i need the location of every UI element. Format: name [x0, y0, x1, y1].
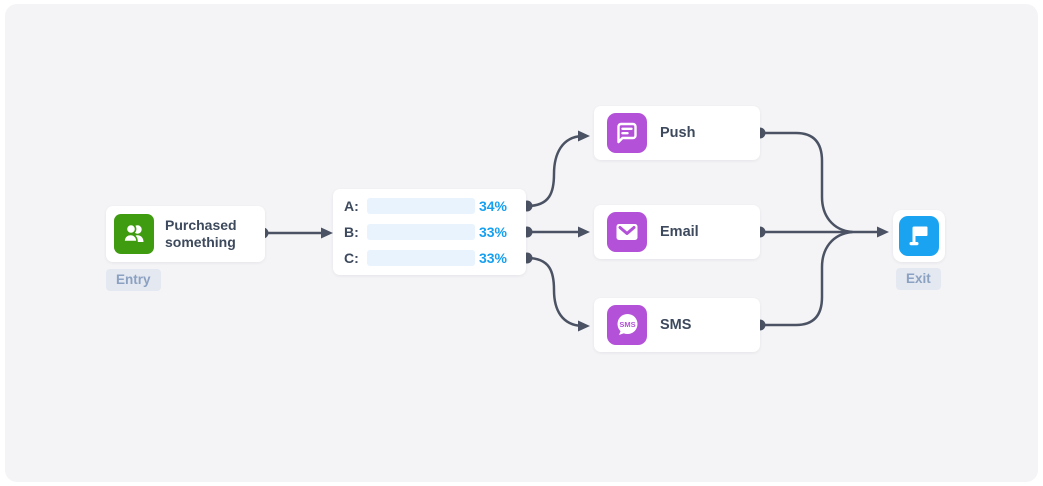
split-row-a-label: A: [344, 198, 359, 214]
split-row-a: A: 34% [344, 198, 507, 214]
split-row-c-label: C: [344, 250, 359, 266]
svg-text:SMS: SMS [619, 320, 635, 329]
split-row-c-bar [367, 250, 475, 266]
split-row-b: B: 33% [344, 224, 507, 240]
email-node[interactable]: Email [594, 205, 760, 259]
split-row-c: C: 33% [344, 250, 507, 266]
exit-badge: Exit [896, 268, 941, 290]
sms-bubble-icon: SMS [607, 305, 647, 345]
split-row-b-bar [367, 224, 475, 240]
entry-node-title: Purchased something [165, 217, 237, 250]
sms-node[interactable]: SMS SMS [594, 298, 760, 352]
email-icon [607, 212, 647, 252]
sms-node-label: SMS [660, 317, 692, 333]
split-row-b-label: B: [344, 224, 359, 240]
entry-node[interactable]: Purchased something [106, 206, 265, 262]
split-row-a-bar [367, 198, 475, 214]
push-node[interactable]: Push [594, 106, 760, 160]
flag-icon [899, 216, 939, 256]
split-row-b-percent: 33% [478, 224, 507, 240]
split-row-c-percent: 33% [478, 250, 507, 266]
entry-badge: Entry [106, 269, 161, 291]
exit-node[interactable] [893, 210, 945, 262]
push-node-label: Push [660, 125, 696, 141]
abc-split-node[interactable]: A: 34% B: 33% C: 33% [333, 189, 526, 275]
push-message-icon [607, 113, 647, 153]
email-node-label: Email [660, 224, 699, 240]
users-icon [114, 214, 154, 254]
split-row-a-percent: 34% [478, 198, 507, 214]
